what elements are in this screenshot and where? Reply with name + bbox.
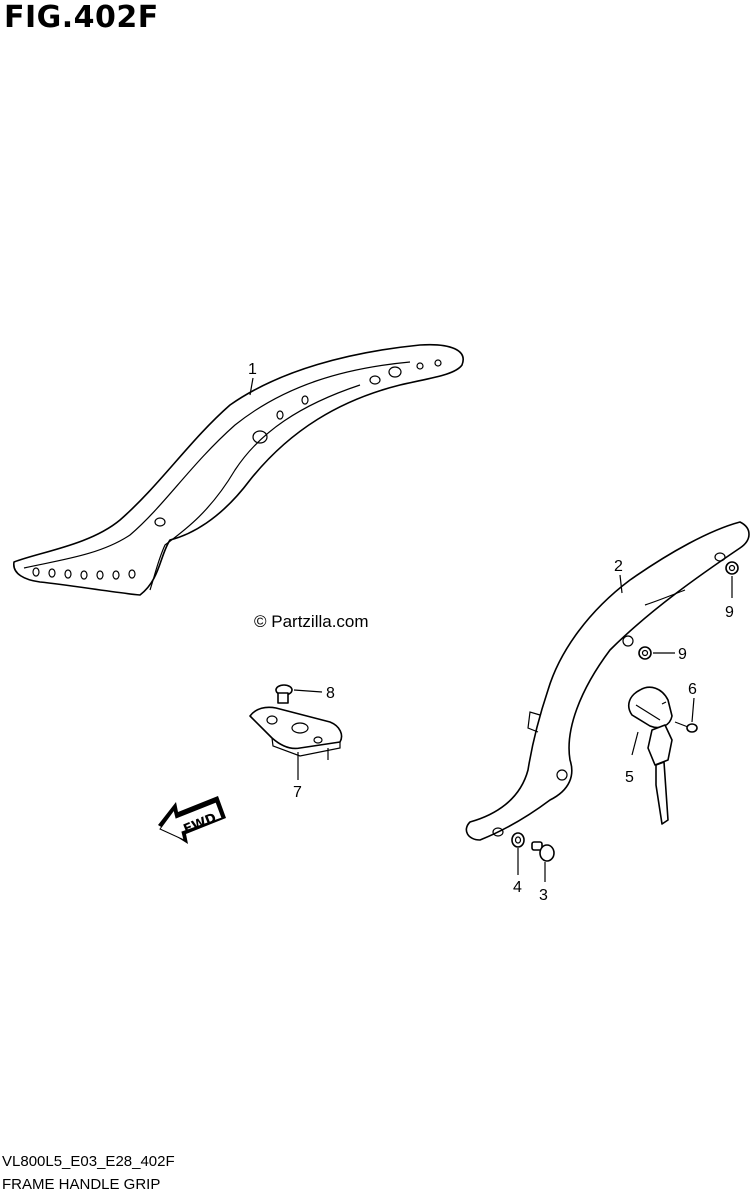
forward-direction-arrow-icon: FWD bbox=[158, 796, 226, 844]
part-7-plate[interactable] bbox=[249, 706, 343, 760]
part-5-helmet-lock-bracket[interactable] bbox=[628, 686, 673, 825]
part-3-bolt[interactable] bbox=[531, 841, 555, 862]
callout-7: 7 bbox=[293, 784, 302, 801]
callout-1: 1 bbox=[248, 361, 257, 378]
callout-2: 2 bbox=[614, 558, 623, 575]
figure-code: VL800L5_E03_E28_402F bbox=[2, 1153, 175, 1170]
callout-4: 4 bbox=[513, 879, 522, 896]
part-2-handle-grip-right[interactable] bbox=[465, 521, 750, 841]
part-4-washer[interactable] bbox=[511, 832, 525, 848]
mounting-holes bbox=[32, 359, 442, 580]
callout-9-lower: 9 bbox=[678, 646, 687, 663]
part-6-screw[interactable] bbox=[674, 721, 698, 733]
figure-title: FIG.402F bbox=[4, 0, 159, 35]
figure-name: FRAME HANDLE GRIP bbox=[2, 1176, 161, 1193]
watermark: © Partzilla.com bbox=[254, 612, 369, 631]
callout-6: 6 bbox=[688, 681, 697, 698]
part-8-screw[interactable] bbox=[275, 684, 293, 704]
callout-5: 5 bbox=[625, 769, 634, 786]
part-9-washer-upper[interactable] bbox=[725, 561, 739, 575]
callout-9-upper: 9 bbox=[725, 604, 734, 621]
part-9-washer-lower[interactable] bbox=[638, 646, 652, 660]
callout-8: 8 bbox=[326, 685, 335, 702]
part-1-handle-grip-left[interactable] bbox=[13, 343, 464, 596]
callout-3: 3 bbox=[539, 887, 548, 904]
